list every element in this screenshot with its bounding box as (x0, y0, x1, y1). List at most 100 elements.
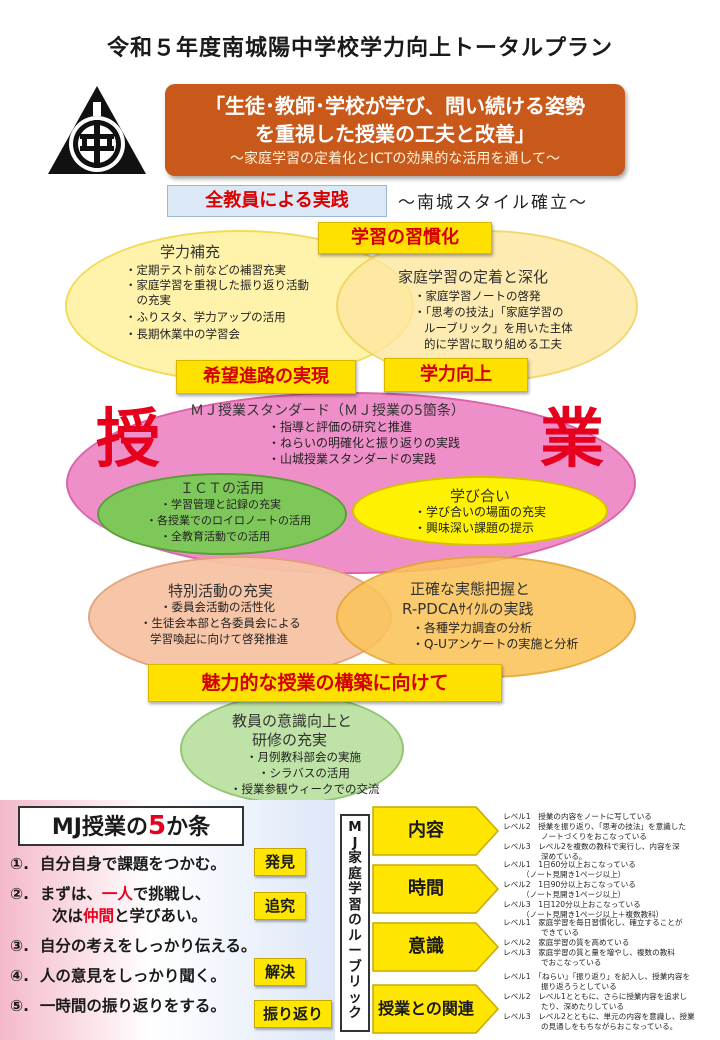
rule-text: 自分自身で課題をつかむ。 (39, 855, 226, 873)
manabi-item: ・学び合いの場面の充実 (414, 505, 547, 519)
goal-subtitle: ～家庭学習の定着化とICTの効果的な活用を通して～ (229, 151, 561, 167)
rule-highlight: 仲間 (83, 907, 115, 925)
rubric-category-label: 授業との関連 (378, 999, 474, 1018)
rubric-title-char: ー (348, 943, 362, 959)
home-study-item: ・「思考の技法」「家庭学習の (414, 305, 564, 319)
rubric-level-group: レベル1 家庭学習を毎日習慣化し、確立することが できているレベル2 家庭学習の… (503, 918, 718, 968)
training-item: ・月例教科部会の実施 (246, 750, 361, 764)
tag-solve: 解決 (254, 958, 306, 986)
rubric-level-line: レベル2 授業を振り返り、「思考の技法」を意識した (503, 822, 686, 831)
rule-text: 一時間の振り返りをする。 (39, 997, 226, 1015)
rule-text: 次は (52, 907, 84, 925)
training-title-1: 教員の意識向上と (232, 712, 353, 730)
rubric-level-line: ノートづくりをおこなっている (503, 832, 647, 841)
five-rules-title-prefix: MJ授業の (51, 815, 148, 840)
tag-reflect: 振り返り (254, 1000, 332, 1028)
rubric-title-char: J (352, 834, 358, 851)
kanji-left: 授 (96, 402, 160, 477)
rubric-level-group: レベル1 「ねらい」「振り返り」を記入し、授業内容を 振り返ろうとしているレベル… (503, 972, 718, 1032)
rubric-title-char: 庭 (348, 865, 362, 882)
rule-3: ③. 自分の考えをしっかり伝える。 (10, 934, 256, 956)
rubric-level-line: レベル2 家庭学習の質を高めている (503, 938, 630, 947)
rubric-level-line: レベル3 レベル2を複数の教科で実行し、内容を深 (503, 842, 680, 851)
mj-standard-title: ＭＪ授業スタンダード（ＭＪ授業の5箇条） (190, 403, 465, 419)
rubric-level-line: （ノート見開き1ページ以上＋複数教科） (503, 910, 664, 919)
rule-number: ①. (10, 855, 30, 873)
rule-text: と学びあい。 (114, 907, 208, 925)
mj-standard-item: ・山城授業スタンダードの実践 (268, 452, 437, 466)
ability-label: 学力向上 (384, 358, 528, 392)
manabi-ellipse (352, 476, 608, 546)
rubric-level-line: レベル3 1日120分以上おこなっている (503, 900, 641, 909)
rule-1: ①. 自分自身で課題をつかむ。 (10, 852, 226, 874)
rubric-level-group: レベル1 1日60分以上おこなっている （ノート見開き1ページ以上）レベル2 1… (503, 860, 718, 920)
rubric-level-line: でおこなっている (503, 958, 602, 967)
ict-item: ・各授業でのロイロノートの活用 (146, 514, 311, 527)
tag-pursue: 追究 (254, 892, 306, 920)
rubric-title-char: ク (348, 1005, 362, 1021)
rubric-level-line: 振り返ろうとしている (503, 982, 617, 991)
rubric-title-char: ッ (348, 989, 362, 1006)
five-rules-title-suffix: か条 (166, 815, 211, 840)
rule-5: ⑤. 一時間の振り返りをする。 (10, 994, 226, 1016)
supplement-title: 学力補充 (160, 243, 221, 261)
rubric-title-char: 学 (348, 881, 362, 897)
supplement-item: の充実 (125, 293, 171, 307)
home-study-ellipse (336, 230, 638, 382)
page-title: 令和５年度南城陽中学校学力向上トータルプラン (106, 36, 613, 61)
rule-text: 人の意見をしっかり聞く。 (39, 967, 226, 985)
tag-discover: 発見 (254, 848, 306, 876)
goal-line-1: 「生徒･教師･学校が学び、問い続ける姿勢 (205, 94, 585, 118)
rubric-level-line: レベル1 家庭学習を毎日習慣化し、確立することが (503, 918, 683, 927)
pdca-title-2: R-PDCAｻｲｸﾙの実践 (402, 600, 534, 618)
rule-number: ②. (10, 885, 30, 903)
rubric-title-char: M (348, 819, 362, 835)
manabi-item: ・興味深い課題の提示 (414, 521, 535, 535)
practice-label: 全教員による実践 (167, 185, 387, 217)
rubric-level-line: レベル3 レベル2とともに、単元の内容を意識し、授業 (503, 1012, 695, 1021)
home-study-item: 的に学習に取り組める工夫 (424, 337, 562, 351)
rubric-category-content: 内容 (372, 806, 500, 856)
rubric-level-line: たり、深めたりしている (503, 1002, 624, 1011)
habit-label: 学習の習慣化 (318, 222, 492, 254)
arrow-shape-icon (372, 864, 500, 914)
goal-line-2: を重視した授業の工夫と改善」 (255, 122, 535, 146)
ict-ellipse (97, 473, 347, 555)
five-rules-title-number: 5 (147, 811, 167, 841)
mj-standard-item: ・指導と評価の研究と推進 (268, 420, 413, 434)
manabi-title: 学び合い (450, 487, 511, 505)
charm-label: 魅力的な授業の構築に向けて (148, 664, 502, 702)
supplement-item: ・定期テスト前などの補習充実 (125, 263, 286, 277)
mj-standard-item: ・ねらいの明確化と振り返りの実践 (268, 436, 461, 450)
special-title: 特別活動の充実 (168, 582, 274, 600)
rule-4: ④. 人の意見をしっかり聞く。 (10, 964, 226, 986)
school-emblem-icon (48, 86, 146, 174)
rubric-category-label: 内容 (408, 820, 444, 841)
rubric-level-group: レベル1 授業の内容をノートに写しているレベル2 授業を振り返り、「思考の技法」… (503, 812, 718, 862)
pdca-item: ・各種学力調査の分析 (412, 621, 533, 635)
arrow-shape-icon (372, 922, 500, 972)
rule-number: ③. (10, 937, 30, 955)
rule-text: で挑戦し、 (132, 885, 211, 903)
home-study-item: ・家庭学習ノートの啓発 (414, 289, 541, 303)
ict-item: ・学習管理と記録の充実 (160, 498, 281, 511)
training-item: ・シラバスの活用 (258, 766, 350, 780)
rule-highlight: 一人 (101, 885, 133, 903)
school-goal-box: 「生徒･教師･学校が学び、問い続ける姿勢 を重視した授業の工夫と改善」 ～家庭学… (165, 84, 625, 176)
rubric-level-line: （ノート見開き1ページ以上） (503, 890, 626, 899)
rubric-title-char: の (348, 912, 362, 928)
rubric-level-line: レベル2 レベル1とともに、さらに授業内容を追求し (503, 992, 688, 1001)
rubric-level-line: レベル1 1日60分以上おこなっている (503, 860, 636, 869)
rubric-category-relation: 授業との関連 (372, 984, 500, 1034)
rubric-title-char: ル (348, 927, 362, 944)
rubric-category-awareness: 意識 (372, 922, 500, 972)
rubric-level-line: レベル1 授業の内容をノートに写している (503, 812, 652, 821)
training-title-2: 研修の充実 (252, 731, 328, 749)
supplement-item: ・家庭学習を重視した振り返り活動 (125, 278, 309, 292)
kanji-right: 業 (540, 402, 604, 477)
special-item: ・委員会活動の活性化 (160, 600, 275, 614)
rubric-level-line: できている (503, 928, 579, 937)
special-item: 学習喚起に向けて啓発推進 (150, 632, 288, 646)
ict-title: ＩＣＴの活用 (180, 481, 264, 497)
home-study-title: 家庭学習の定着と深化 (398, 268, 549, 286)
